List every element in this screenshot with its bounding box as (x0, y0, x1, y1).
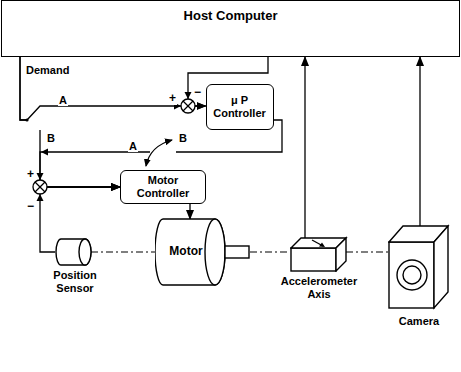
camera-side (434, 226, 448, 308)
summing-junction (181, 99, 195, 113)
summing-junction (33, 180, 47, 194)
accelerometer-box: Accelerometer Axis (273, 236, 365, 300)
position-sensor-drawing (55, 238, 95, 266)
sensor-face (79, 239, 91, 265)
motor-shaft (225, 246, 249, 258)
arrowhead (37, 173, 44, 180)
camera-box-drawing (388, 222, 450, 312)
signal-line (189, 204, 190, 219)
signal-label: − (193, 85, 202, 99)
camera-front (389, 242, 434, 308)
node-text: Motor (161, 245, 211, 259)
signal-label: B (46, 132, 56, 144)
signal-label: + (26, 167, 35, 181)
signal-label: − (26, 199, 35, 213)
label-anchor: B (178, 128, 188, 146)
node-text: Host Computer (184, 9, 278, 24)
signal-line (304, 57, 305, 238)
camera-box: Camera (388, 222, 450, 328)
node-text: Motor Controller (128, 174, 198, 199)
signal-label: A (58, 94, 68, 106)
shaft-line (346, 251, 388, 252)
sensor-body (56, 239, 91, 265)
label-anchor: Demand (25, 60, 70, 78)
signal-line (20, 57, 206, 120)
signal-label: B (178, 132, 188, 144)
signal-label: A (128, 140, 138, 152)
signal-line (419, 57, 420, 226)
controller-box: μ P Controller (206, 84, 274, 130)
motor-body (155, 219, 225, 285)
arrowhead (37, 194, 44, 201)
arrowhead (185, 92, 192, 99)
signal-label: Demand (25, 64, 70, 76)
host-computer-box: Host Computer (1, 0, 460, 57)
box-side (336, 238, 346, 271)
switch-contact (25, 118, 28, 121)
node-text: Camera (389, 315, 449, 328)
label-anchor: − (193, 82, 202, 100)
label-anchor: B (46, 128, 56, 146)
motor-cylinder: Motor (155, 218, 250, 286)
arrowhead (41, 149, 48, 156)
camera-lens (397, 260, 427, 290)
signal-label: + (168, 91, 177, 105)
camera-lens (403, 266, 421, 284)
signal-line (20, 57, 120, 187)
motor-face (205, 219, 225, 285)
label-anchor: + (168, 88, 177, 106)
box-front (291, 248, 336, 271)
node-text: Position Sensor (44, 269, 106, 294)
node-text: μ P Controller (211, 94, 269, 119)
label-anchor: − (26, 196, 35, 214)
shaft-line (91, 251, 155, 252)
position-sensor: Position Sensor (44, 238, 106, 294)
label-anchor: A (128, 136, 138, 154)
motor-controller-box: Motor Controller (120, 170, 206, 204)
label-anchor: + (26, 164, 35, 182)
node-text: Accelerometer Axis (273, 275, 365, 300)
accelerometer-box-drawing (290, 236, 348, 272)
switch-arrow (146, 140, 172, 166)
axis-arrowhead (319, 243, 325, 248)
shaft-line (250, 251, 290, 252)
label-anchor: A (58, 90, 68, 108)
